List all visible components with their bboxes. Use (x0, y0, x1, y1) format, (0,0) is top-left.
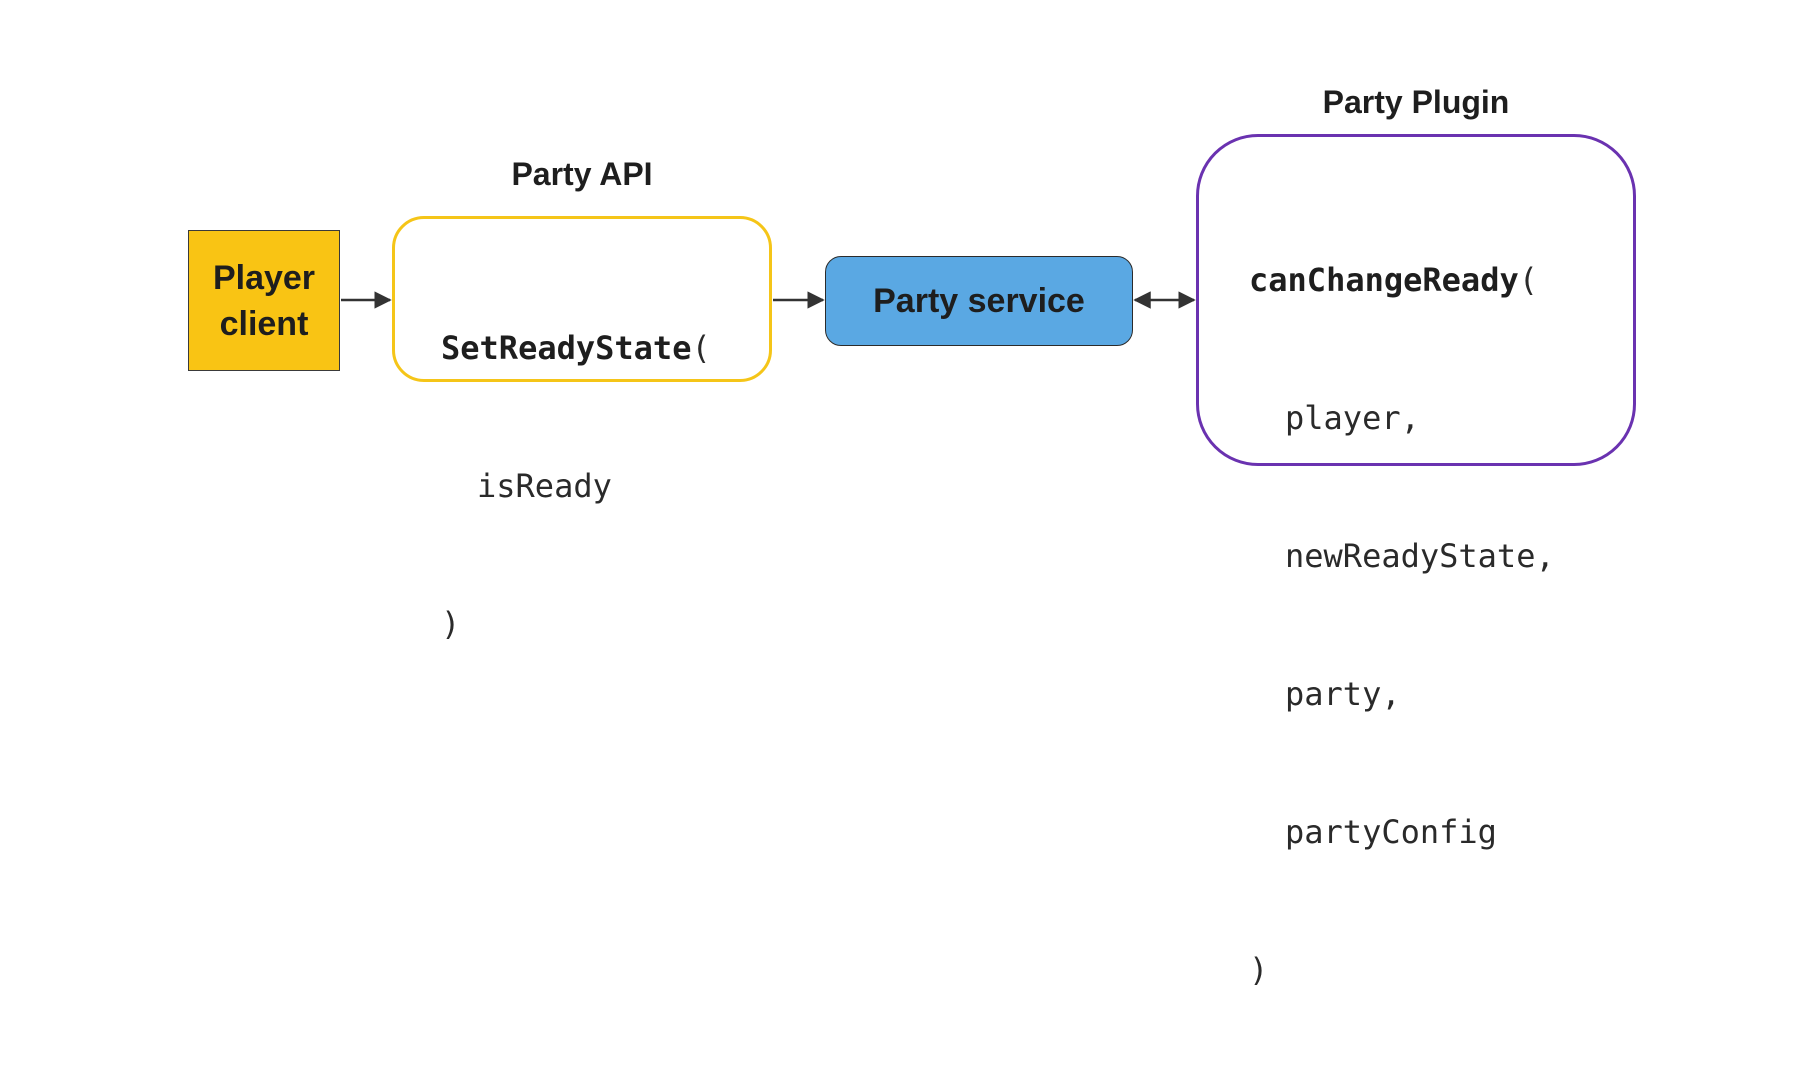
plugin-param: newReadyState, (1285, 537, 1555, 575)
player-client-label-line2: client (219, 304, 309, 343)
player-client-label-line1: Player (212, 258, 316, 297)
party-plugin-title: Party Plugin (1322, 84, 1510, 120)
api-open-paren: ( (691, 329, 711, 367)
player-client-node: Player client (188, 230, 340, 371)
set-ready-state-signature: SetReadyState( isReady ) (441, 233, 711, 739)
party-api-box: SetReadyState( isReady ) (392, 216, 772, 643)
plugin-param: party, (1285, 675, 1401, 713)
plugin-close-paren: ) (1249, 951, 1269, 989)
plugin-function-name: canChangeReady (1249, 261, 1519, 299)
api-param: isReady (477, 467, 612, 505)
api-function-name: SetReadyState (441, 329, 692, 367)
plugin-param: partyConfig (1285, 813, 1497, 851)
plugin-param: player, (1285, 399, 1420, 437)
party-plugin-box: canChangeReady( player, newReadyState, p… (1196, 134, 1636, 989)
party-service-node: Party service (825, 256, 1133, 346)
party-service-label: Party service (873, 281, 1085, 320)
plugin-open-paren: ( (1518, 261, 1538, 299)
can-change-ready-signature: canChangeReady( player, newReadyState, p… (1249, 165, 1555, 1085)
api-close-paren: ) (441, 605, 461, 643)
party-api-title: Party API (511, 156, 653, 192)
